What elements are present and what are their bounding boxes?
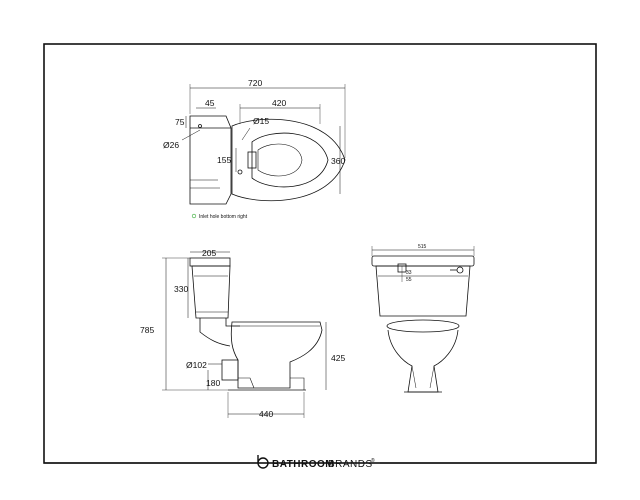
plan-pan-neck (247, 151, 257, 169)
dim-label-inlet-diameter: Ø15 (253, 116, 269, 126)
front-bowl (387, 329, 459, 393)
brand-trademark: ® (371, 457, 375, 464)
dim-label-outlet-height: 180 (206, 378, 220, 388)
side-flush-pipe (199, 318, 231, 347)
dim-label-lever-offset-b: 55 (406, 277, 412, 283)
dim-label-pan-depth: 360 (331, 156, 345, 166)
side-outlet (221, 359, 239, 381)
drawing-frame (43, 43, 597, 464)
side-cistern-lid (189, 257, 231, 267)
plan-pipe-hole (198, 124, 202, 128)
side-cistern-body (191, 265, 231, 319)
dim-label-pan-width: 420 (272, 98, 286, 108)
front-seat (386, 319, 460, 333)
dim-label-pipe-offset: 75 (175, 117, 185, 127)
plan-pan-outlet (257, 143, 303, 177)
dim-label-pan-length: 440 (259, 409, 273, 419)
note-marker-icon (191, 213, 197, 219)
dim-label-overall-width: 720 (248, 78, 262, 88)
side-view (162, 251, 327, 418)
front-cistern-body (375, 265, 471, 317)
plan-pan-bowl (251, 132, 329, 188)
brand-name-bold: BATHROOM (272, 459, 334, 470)
plan-view (181, 84, 346, 205)
dim-label-overall-height: 785 (140, 325, 154, 335)
dim-label-cistern-height: 330 (174, 284, 188, 294)
plan-pan-rim (231, 118, 346, 202)
dim-label-pan-height: 425 (331, 353, 345, 363)
plan-note: Inlet hole bottom right (199, 214, 248, 220)
side-foot-trim (290, 377, 305, 390)
front-view (371, 246, 475, 393)
front-lever-knob (456, 266, 464, 274)
dim-label-cistern-width: 205 (202, 248, 216, 258)
brand-logo (44, 455, 596, 469)
dim-label-cistern-depth: 45 (205, 98, 215, 108)
dim-label-outlet-diameter: Ø102 (186, 360, 207, 370)
leader-15 (241, 127, 251, 141)
brand-name-light: BRANDS (328, 459, 373, 470)
front-pedestal-lines (411, 365, 435, 389)
dim-label-inlet-offset: 155 (217, 155, 231, 165)
dim-label-front-width: 515 (418, 244, 427, 250)
leader-26 (181, 129, 201, 141)
front-cistern-lid (371, 255, 475, 267)
dim-label-lever-offset-a: 33 (406, 270, 412, 276)
plan-inlet-hole (237, 169, 243, 175)
side-foot-trim (238, 377, 255, 389)
dim-label-pipe-diameter: Ø26 (163, 140, 179, 150)
side-pan (230, 321, 323, 389)
plan-cistern (189, 115, 232, 205)
